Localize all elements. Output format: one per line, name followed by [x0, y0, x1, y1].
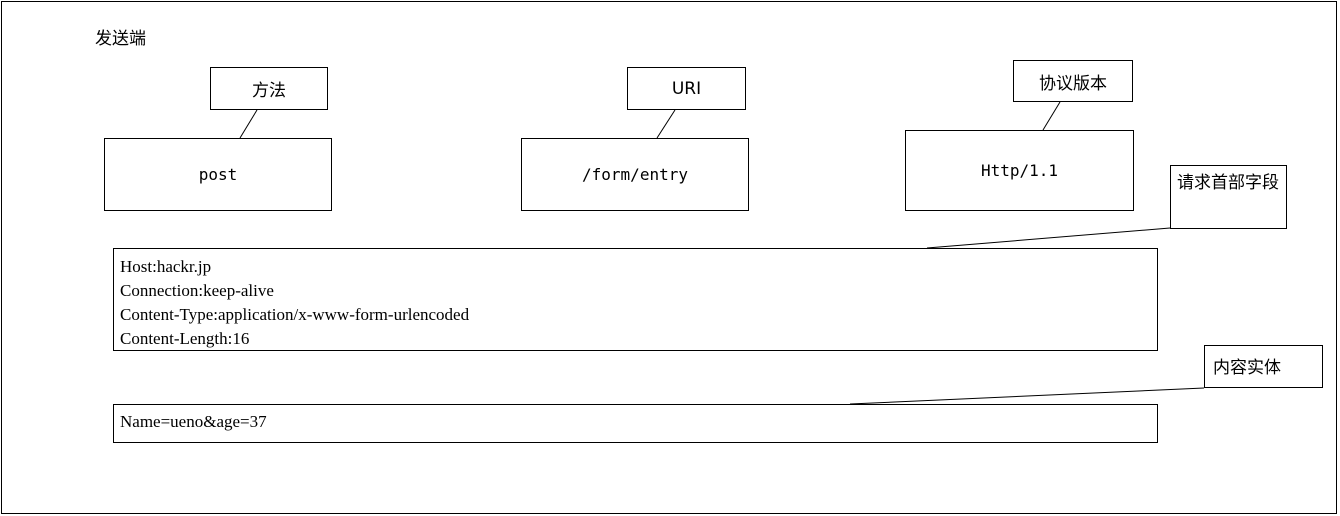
version-value: Http/1.1 [980, 161, 1059, 180]
body-tag-label: 内容实体 [1213, 358, 1281, 378]
headers-connector [926, 227, 1171, 249]
version-tag: 协议版本 [1013, 60, 1133, 102]
uri-value: /form/entry [582, 165, 688, 184]
header-line: Content-Type:application/x-www-form-urle… [120, 305, 470, 324]
body-tag: 内容实体 [1204, 345, 1323, 388]
headers-box: Host:hackr.jp Connection:keep-alive Cont… [113, 248, 1158, 351]
header-line: Content-Length:16 [120, 329, 250, 348]
headers-tag: 请求首部字段 [1170, 165, 1287, 229]
body-box: Name=ueno&age=37 [113, 404, 1158, 443]
header-line: Host:hackr.jp [120, 257, 212, 276]
sender-title: 发送端 [95, 29, 146, 49]
method-box: post [104, 138, 332, 211]
method-tag-label: 方法 [252, 81, 286, 101]
version-connector [1042, 101, 1061, 131]
version-tag-label: 协议版本 [1039, 73, 1107, 94]
uri-tag-label: URI [671, 78, 702, 99]
headers-tag-label: 请求首部字段 [1177, 173, 1279, 193]
body-connector [849, 387, 1205, 405]
header-lines: Host:hackr.jp Connection:keep-alive Cont… [120, 255, 469, 351]
method-tag: 方法 [210, 67, 328, 110]
body-value: Name=ueno&age=37 [120, 412, 267, 431]
method-connector [239, 109, 258, 139]
version-box: Http/1.1 [905, 130, 1134, 211]
uri-connector [656, 109, 676, 139]
header-line: Connection:keep-alive [120, 281, 274, 300]
uri-box: /form/entry [521, 138, 749, 211]
uri-tag: URI [627, 67, 746, 110]
method-value: post [198, 165, 238, 184]
